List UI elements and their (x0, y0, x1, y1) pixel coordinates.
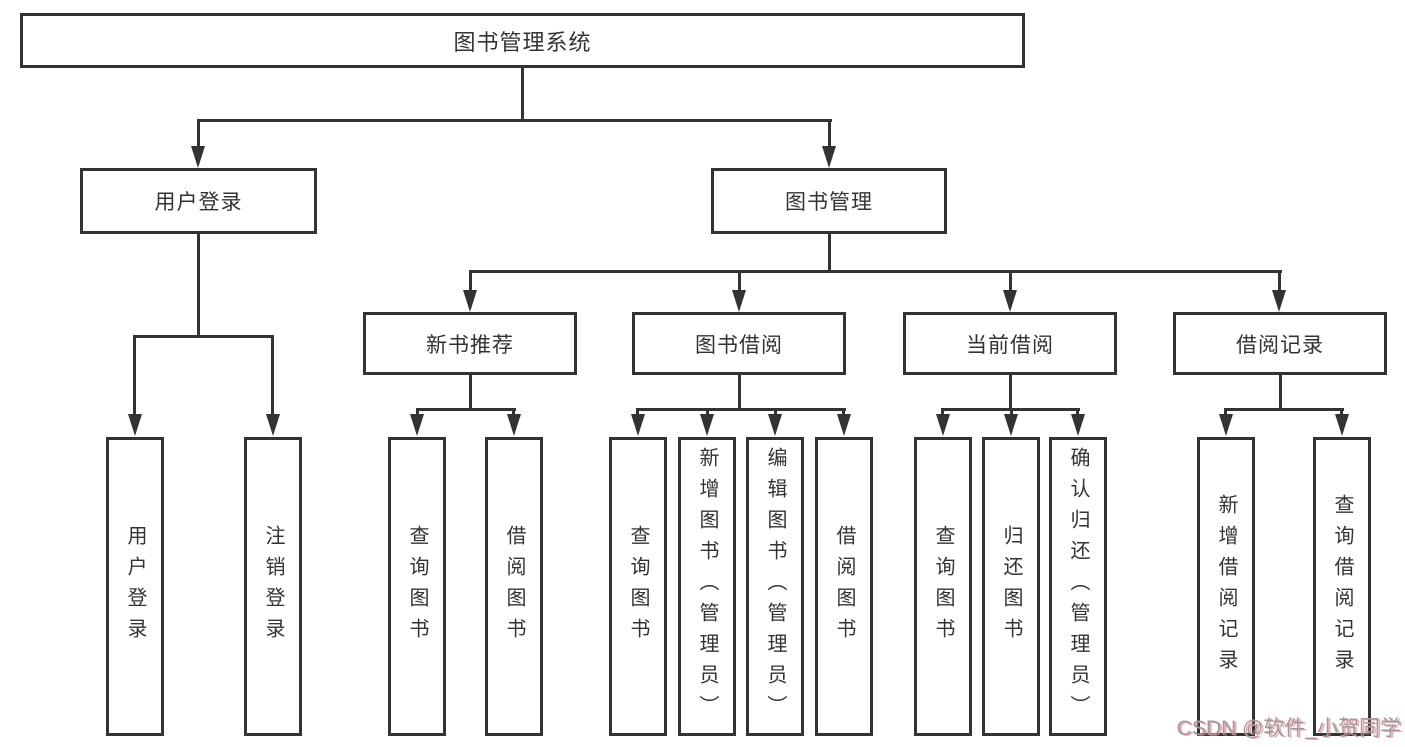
connector-stem-book-management (828, 119, 831, 148)
connector-rail-borrowing-records (1225, 408, 1344, 411)
leaf-borrow-books-recommend-label: 借阅图书 (503, 524, 525, 649)
connector-level3-rail (469, 270, 1282, 273)
node-book-borrowing: 图书借阅 (632, 312, 846, 375)
leaf-add-book-admin-label: 新增图书（管理员） (696, 447, 718, 726)
connector-stem-leaf-logout (271, 335, 274, 416)
connector-user-login-rail (133, 335, 274, 338)
arrow-down-leaf-query-books-current (936, 414, 950, 436)
connector-book-borrowing-down-stem (738, 373, 741, 411)
arrow-down-leaf-borrow-books-recommend (507, 414, 521, 436)
node-user-login-label: 用户登录 (154, 191, 243, 214)
leaf-logout-label: 注销登录 (262, 524, 284, 649)
leaf-borrow-books-recommend: 借阅图书 (485, 437, 543, 736)
leaf-add-borrow-record-label: 新增借阅记录 (1215, 493, 1237, 680)
arrow-down-user-login (191, 146, 205, 168)
leaf-add-borrow-record: 新增借阅记录 (1197, 437, 1255, 736)
node-book-management-label: 图书管理 (785, 191, 873, 214)
arrow-down-current-borrowing (1003, 290, 1017, 312)
node-root: 图书管理系统 (20, 13, 1025, 68)
leaf-edit-book-admin-label: 编辑图书（管理员） (764, 447, 786, 726)
leaf-query-books-current: 查询图书 (914, 437, 972, 736)
arrow-down-new-book (463, 290, 477, 312)
node-current-borrowing-label: 当前借阅 (966, 333, 1054, 357)
connector-borrowing-records-down-stem (1279, 373, 1282, 411)
connector-root-stem (521, 68, 524, 122)
connector-stem-leaf (416, 408, 419, 416)
connector-rail-book-borrowing (637, 408, 846, 411)
arrow-down-leaf-query-borrow-record (1335, 414, 1349, 436)
connector-current-borrowing-down-stem (1009, 373, 1012, 411)
leaf-logout: 注销登录 (244, 437, 302, 736)
node-current-borrowing: 当前借阅 (903, 312, 1117, 375)
arrow-down-borrowing-records (1272, 290, 1286, 312)
arrow-down-leaf-add-book (700, 414, 714, 436)
connector-rail-new-book (416, 408, 516, 411)
connector-user-login-stem (197, 233, 200, 338)
leaf-user-login: 用户登录 (106, 437, 164, 736)
arrow-down-leaf-edit-book (768, 414, 782, 436)
connector-stem-leaf-user-login (133, 335, 136, 416)
arrow-down-book-borrowing (732, 290, 746, 312)
arrow-down-leaf-query-books-borrowing (631, 414, 645, 436)
connector-stem-leaf (774, 408, 777, 416)
node-book-borrowing-label: 图书借阅 (695, 333, 783, 357)
connector-book-management-stem (828, 234, 831, 273)
connector-stem-user-login (197, 119, 200, 148)
arrow-down-book-management (822, 146, 836, 168)
connector-stem-leaf (512, 408, 515, 416)
node-borrowing-records: 借阅记录 (1173, 312, 1387, 375)
connector-new-book-stem (469, 373, 472, 411)
connector-stem-leaf (842, 408, 845, 416)
leaf-query-books-borrowing-label: 查询图书 (627, 524, 649, 649)
connector-stem-current-borrowing (1009, 270, 1012, 292)
leaf-query-books-recommend-label: 查询图书 (406, 524, 428, 649)
node-user-login: 用户登录 (80, 168, 317, 234)
arrow-down-leaf-return-books (1004, 414, 1018, 436)
leaf-add-book-admin: 新增图书（管理员） (678, 437, 736, 736)
connector-stem-leaf (1224, 408, 1227, 416)
leaf-query-borrow-record: 查询借阅记录 (1313, 437, 1371, 736)
connector-root-rail (197, 119, 832, 122)
leaf-confirm-return-admin-label: 确认归还（管理员） (1067, 447, 1089, 726)
leaf-query-books-current-label: 查询图书 (932, 524, 954, 649)
connector-stem-leaf (1010, 408, 1013, 416)
connector-stem-borrowing-records (1278, 270, 1281, 292)
leaf-borrow-books-borrowing: 借阅图书 (815, 437, 873, 736)
connector-stem-leaf (636, 408, 639, 416)
leaf-user-login-label: 用户登录 (124, 524, 146, 649)
arrow-down-leaf-query-books-recommend (410, 414, 424, 436)
node-new-book-recommend: 新书推荐 (363, 312, 577, 375)
arrow-down-leaf-user-login (128, 414, 142, 436)
node-new-book-recommend-label: 新书推荐 (426, 333, 514, 357)
connector-stem-leaf (706, 408, 709, 416)
leaf-query-books-borrowing: 查询图书 (609, 437, 667, 736)
connector-stem-leaf (1340, 408, 1343, 416)
connector-stem-new-book (469, 270, 472, 292)
arrow-down-leaf-logout (266, 414, 280, 436)
leaf-edit-book-admin: 编辑图书（管理员） (746, 437, 804, 736)
watermark: CSDN @软件_小贺同学 (1176, 717, 1401, 740)
leaf-query-books-recommend: 查询图书 (388, 437, 446, 736)
connector-stem-book-borrowing (738, 270, 741, 292)
leaf-confirm-return-admin: 确认归还（管理员） (1049, 437, 1107, 736)
connector-stem-leaf (941, 408, 944, 416)
arrow-down-leaf-borrow-books-borrowing (837, 414, 851, 436)
node-borrowing-records-label: 借阅记录 (1236, 333, 1324, 357)
leaf-borrow-books-borrowing-label: 借阅图书 (833, 524, 855, 649)
leaf-query-borrow-record-label: 查询借阅记录 (1331, 493, 1353, 680)
arrow-down-leaf-add-borrow-record (1219, 414, 1233, 436)
leaf-return-books-label: 归还图书 (1000, 524, 1022, 649)
node-book-management: 图书管理 (711, 168, 947, 234)
arrow-down-leaf-confirm-return (1071, 414, 1085, 436)
connector-stem-leaf (1076, 408, 1079, 416)
leaf-return-books: 归还图书 (982, 437, 1040, 736)
node-root-label: 图书管理系统 (453, 29, 592, 55)
